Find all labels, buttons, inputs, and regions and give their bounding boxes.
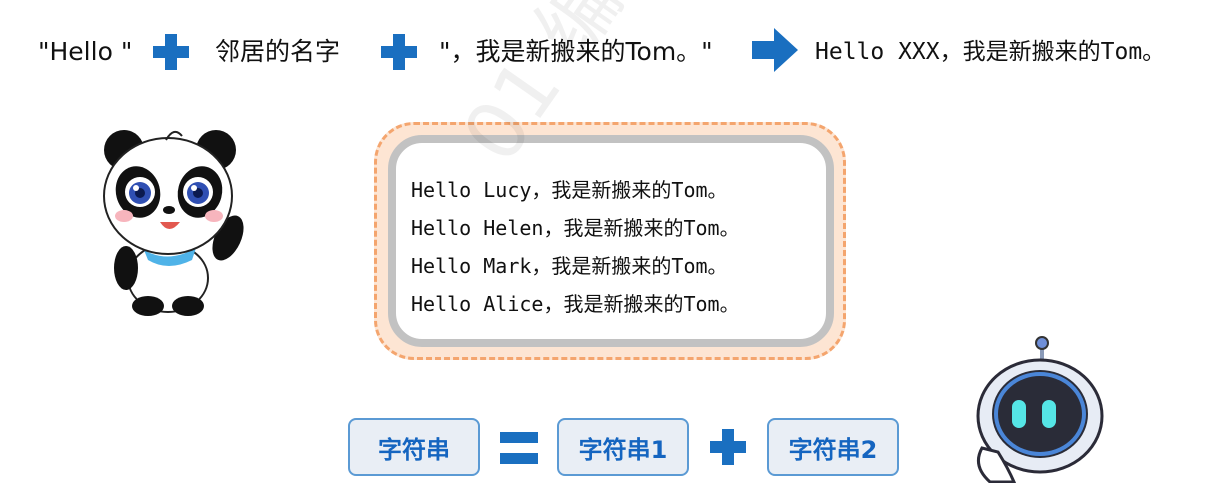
greeting-line: Hello Mark，我是新搬来的Tom。 (411, 254, 728, 278)
neighbor-name-label: 邻居的名字 (215, 37, 341, 66)
string-literal-hello: "Hello " (38, 37, 133, 66)
string-literal-intro: "，我是新搬来的Tom。" (439, 37, 713, 66)
panda-mascot (103, 130, 244, 316)
equals-icon (500, 432, 538, 466)
plus-icon (153, 34, 189, 70)
greeting-line: Hello Alice，我是新搬来的Tom。 (411, 292, 740, 316)
greeting-line: Hello Helen，我是新搬来的Tom。 (411, 216, 740, 240)
plus-icon (710, 429, 746, 465)
arrow-right-icon (752, 28, 798, 72)
string1-box: 字符串1 (557, 418, 689, 476)
plus-icon (381, 34, 417, 70)
result-string: Hello XXX，我是新搬来的Tom。 (815, 39, 1166, 65)
string-box: 字符串 (348, 418, 480, 476)
greeting-line: Hello Lucy，我是新搬来的Tom。 (411, 178, 728, 202)
speech-card (388, 135, 834, 347)
robot-mascot (976, 336, 1104, 483)
string2-box: 字符串2 (767, 418, 899, 476)
